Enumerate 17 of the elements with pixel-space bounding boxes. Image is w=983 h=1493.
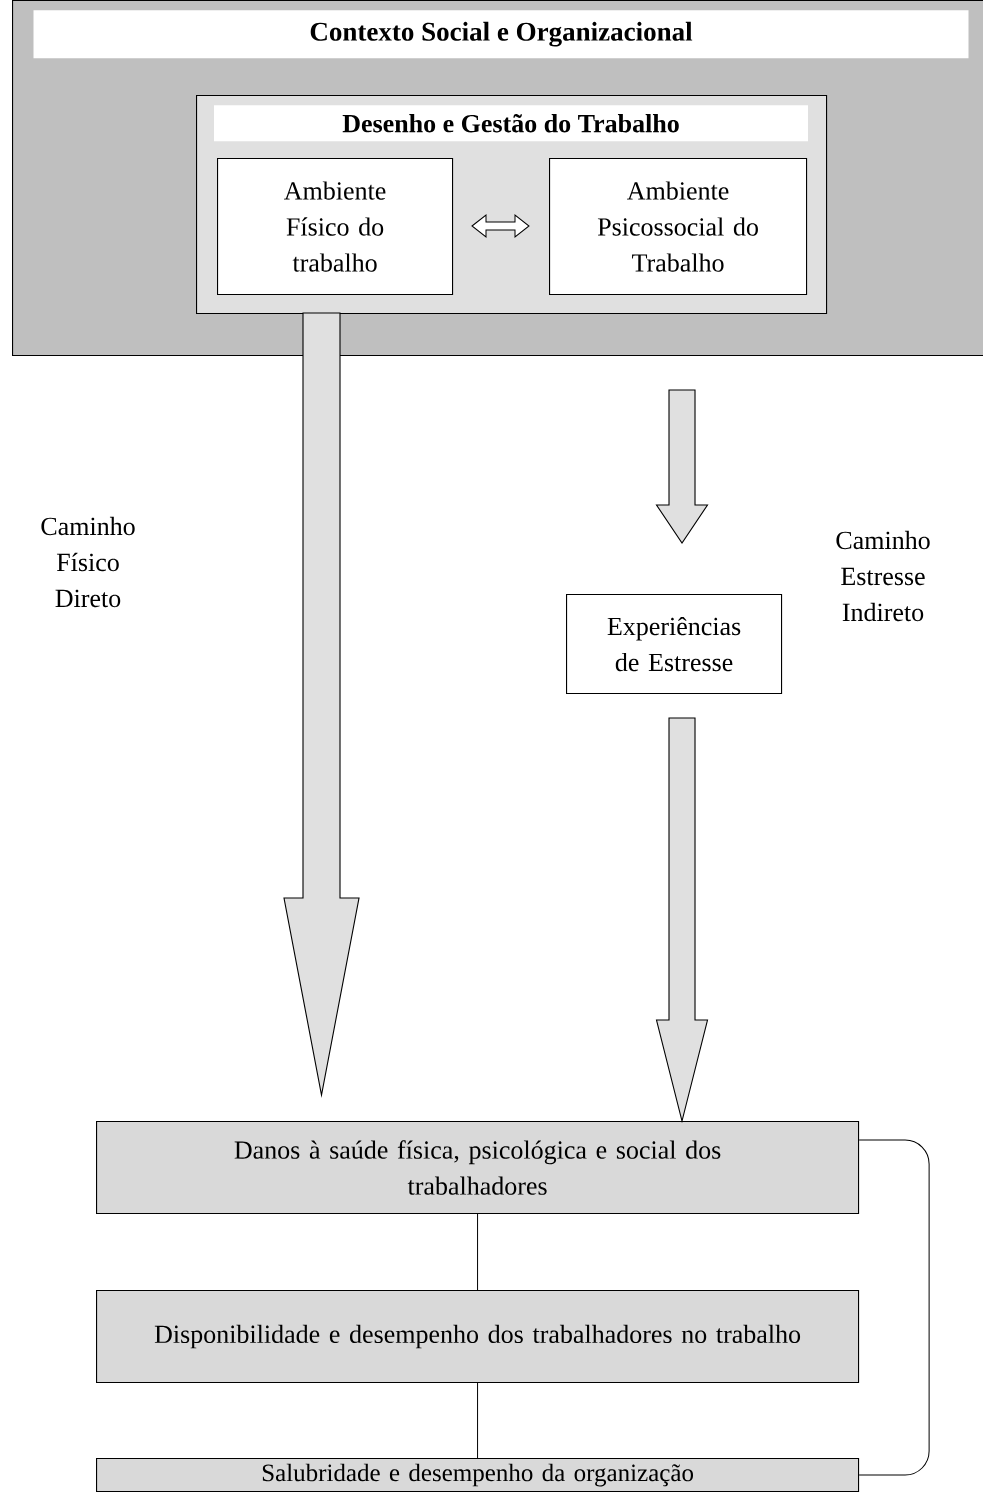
panel-title: Contexto Social e Organizacional <box>33 10 969 59</box>
path-label: Caminho Estresse Indireto <box>836 530 930 622</box>
arrow <box>655 717 709 1124</box>
text-box: Danos à saúde física, psicológica e social dos trabalhadores <box>96 1121 860 1215</box>
text-box: Experiências de Estresse <box>566 594 783 695</box>
text-box: Ambiente Psicossocial do Trabalho <box>549 158 808 296</box>
text-box: Disponibilidade e desempenho dos trabalhadores no trabalho <box>96 1290 860 1384</box>
panel-title: Desenho e Gestão do Trabalho <box>214 105 808 142</box>
connector-line <box>477 1213 479 1291</box>
path-label: Caminho Físico Direto <box>41 516 135 608</box>
text-box: Salubridade e desempenho da organização <box>96 1458 860 1493</box>
connector-line <box>858 1139 930 1476</box>
arrow <box>283 312 360 1098</box>
arrow <box>655 389 709 544</box>
text-box: Ambiente Físico do trabalho <box>217 158 454 296</box>
connector-line <box>477 1382 479 1459</box>
arrow <box>471 214 530 238</box>
